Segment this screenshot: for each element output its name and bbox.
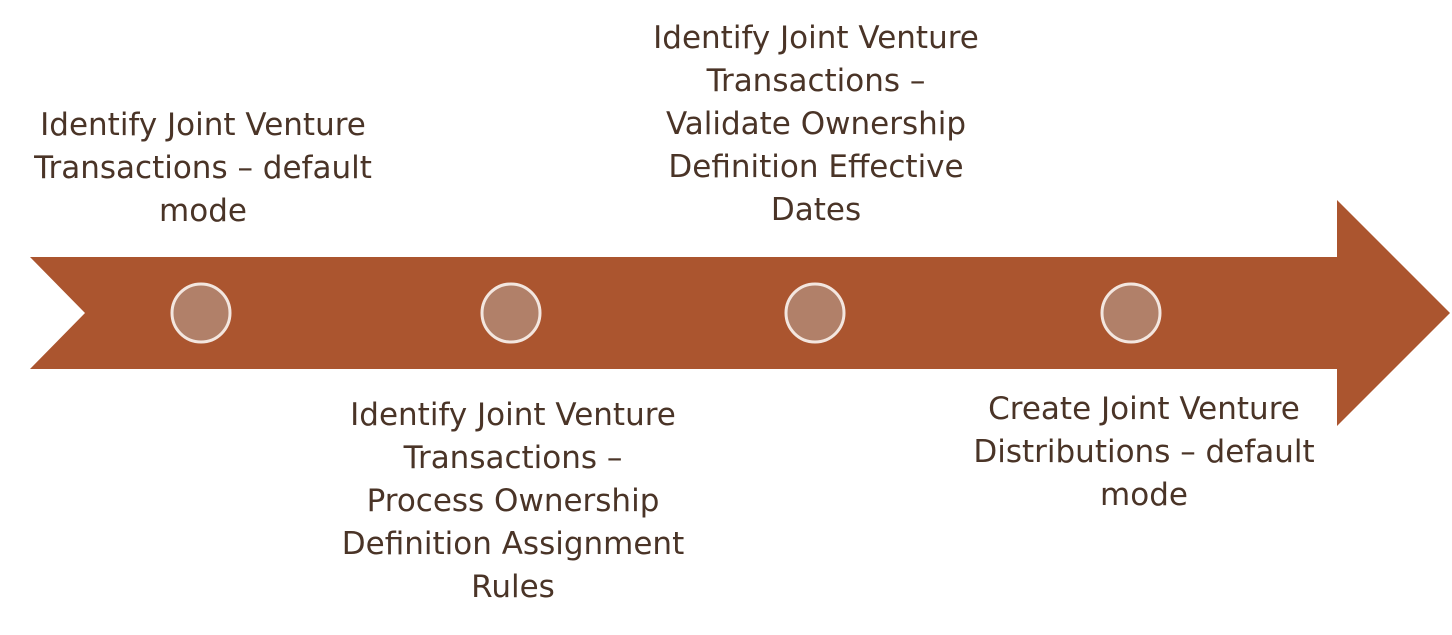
- step-label-4: Create Joint Venture Distributions – def…: [973, 391, 1315, 513]
- milestone-1: [170, 282, 232, 344]
- milestone-2: [480, 282, 542, 344]
- milestone-3: [784, 282, 846, 344]
- step-label-2: Identify Joint Venture Transactions – Pr…: [341, 397, 685, 605]
- milestone-4: [1100, 282, 1162, 344]
- step-label-3: Identify Joint Venture Transactions – Va…: [653, 20, 979, 228]
- timeline-arrow: [30, 200, 1450, 426]
- step-label-1: Identify Joint Venture Transactions – de…: [34, 107, 372, 229]
